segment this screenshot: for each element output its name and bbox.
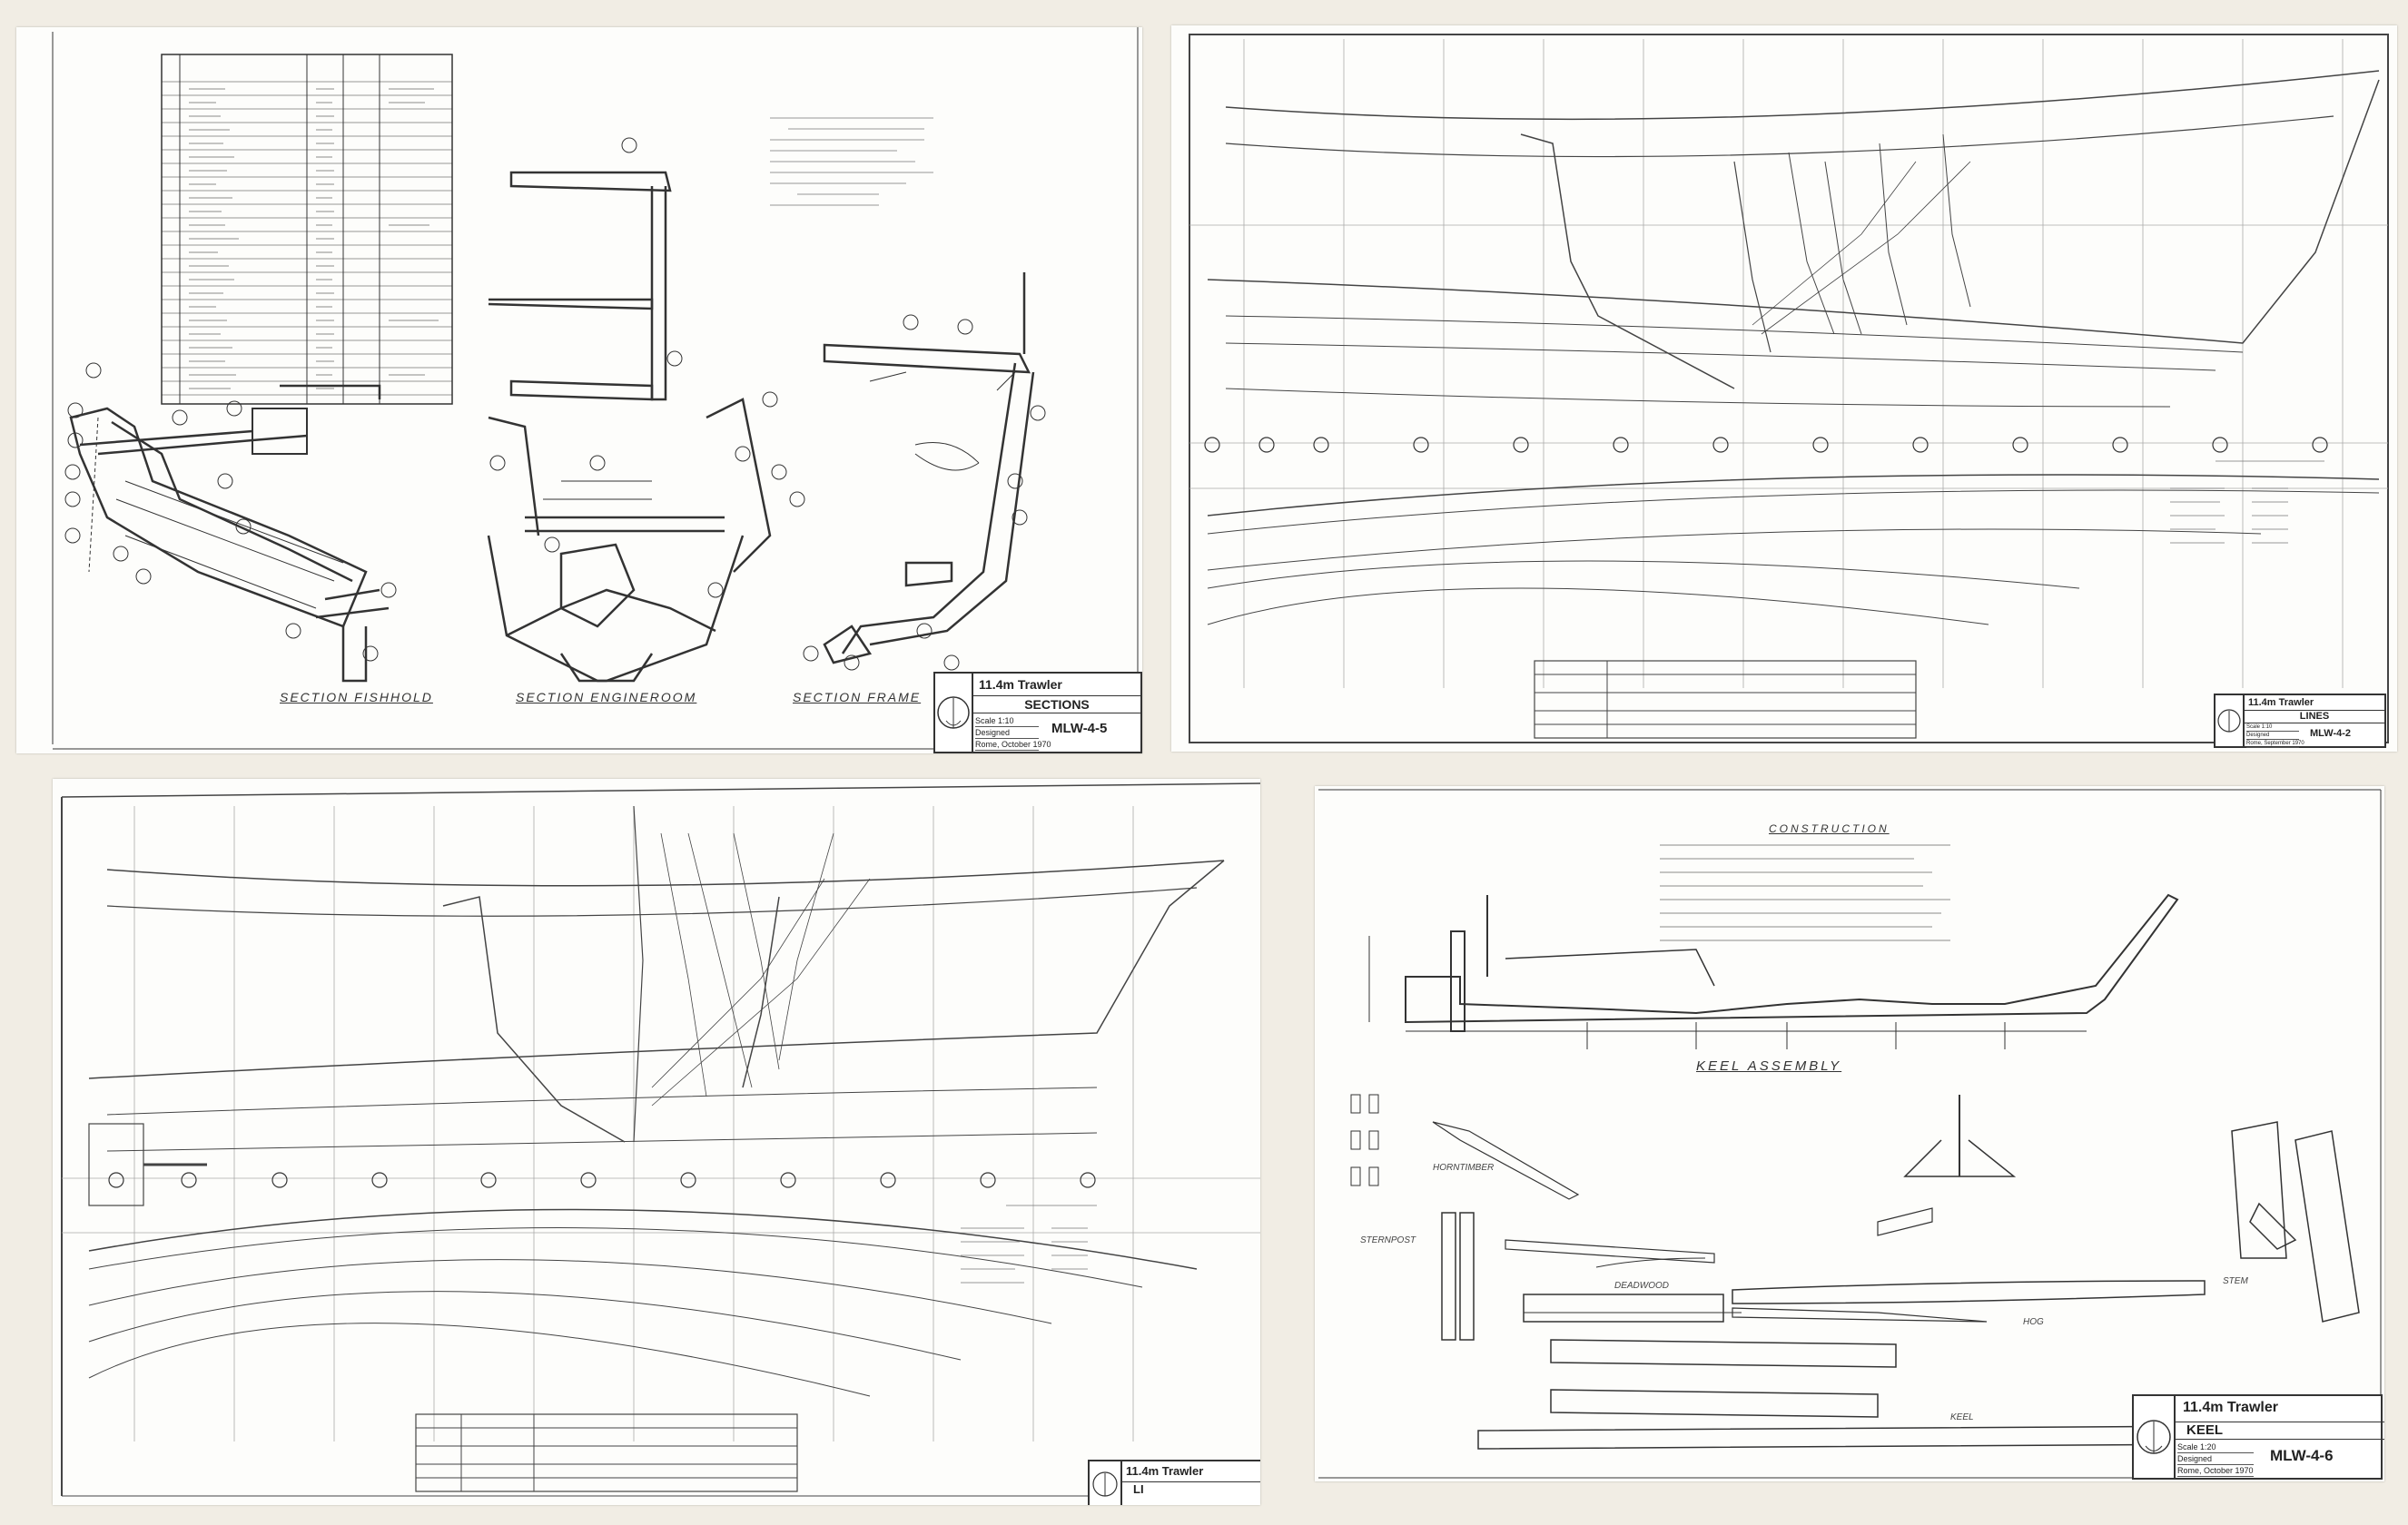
- date-text: Rome, October 1970: [2177, 1466, 2254, 1477]
- drawing-sheet-keel[interactable]: CONSTRUCTION KEEL ASSEMBLY DEADWOOD KEEL…: [1315, 786, 2384, 1481]
- drawing-meta: Scale 1:20 Designed Rome, October 1970: [2177, 1441, 2254, 1477]
- keel-drawing: [1318, 789, 2382, 1479]
- part-label-horntimber: HORNTIMBER: [1433, 1163, 1495, 1173]
- project-title: 11.4m Trawler: [2183, 1400, 2278, 1415]
- designed-text: Designed: [2246, 732, 2299, 740]
- fao-logo: [2216, 695, 2245, 746]
- lines-copy-drawing: [61, 782, 1260, 1497]
- designed-text: Designed: [2177, 1453, 2254, 1465]
- drawing-number: MLW-4-2: [2310, 728, 2351, 739]
- scale-text: Scale 1:10: [975, 715, 1039, 727]
- part-label-sternpost: STERNPOST: [1360, 1235, 1416, 1245]
- fao-logo: [2134, 1396, 2176, 1478]
- scale-text: Scale 1:20: [2177, 1441, 2254, 1453]
- project-title: 11.4m Trawler: [2248, 697, 2314, 708]
- drawing-sheet-lines[interactable]: 11.4m Trawler LINES Scale 1:10 Designed …: [1171, 25, 2397, 752]
- lines-drawing: [1189, 34, 2389, 743]
- fao-logo: [935, 674, 973, 752]
- construction-heading: CONSTRUCTION: [1769, 822, 1890, 835]
- part-label-deadwood: DEADWOOD: [1614, 1281, 1669, 1291]
- project-title: 11.4m Trawler: [979, 677, 1062, 692]
- drawing-sheet-lines-copy[interactable]: 11.4m Trawler LI: [53, 779, 1260, 1505]
- date-text: Rome, September 1970: [2246, 741, 2304, 748]
- fao-logo: [1090, 1461, 1122, 1505]
- project-title: 11.4m Trawler: [1126, 1464, 1204, 1478]
- drawing-title: LINES: [2245, 710, 2384, 723]
- part-label-hog: HOG: [2023, 1317, 2044, 1327]
- date-text: Rome, October 1970: [975, 740, 1051, 751]
- title-block-lines-copy: 11.4m Trawler LI: [1088, 1460, 1260, 1505]
- designed-text: Designed: [975, 727, 1039, 739]
- drawing-title: KEEL: [2176, 1422, 2384, 1440]
- keel-assembly-heading: KEEL ASSEMBLY: [1696, 1058, 1842, 1074]
- part-label-stem: STEM: [2223, 1276, 2248, 1286]
- title-block-keel: 11.4m Trawler KEEL Scale 1:20 Designed R…: [2132, 1394, 2384, 1480]
- section-frame-label: SECTION FRAME: [793, 690, 922, 704]
- drawing-number: MLW-4-5: [1051, 721, 1108, 736]
- drawing-sheet-sections[interactable]: SECTION FISHHOLD SECTION ENGINEROOM SECT…: [16, 27, 1142, 753]
- section-engineroom-label: SECTION ENGINEROOM: [516, 690, 697, 704]
- drawing-number: MLW-4-6: [2270, 1447, 2334, 1464]
- scale-text: Scale 1:10: [2246, 723, 2299, 732]
- part-label-keel: KEEL: [1950, 1412, 1974, 1422]
- sections-drawing: [52, 27, 1142, 753]
- title-block-sections: 11.4m Trawler SECTIONS Scale 1:10 Design…: [933, 672, 1142, 753]
- drawing-title: LI: [1122, 1481, 1260, 1497]
- title-block-lines: 11.4m Trawler LINES Scale 1:10 Designed …: [2214, 694, 2386, 748]
- drawing-title: SECTIONS: [973, 695, 1140, 713]
- drawing-meta: Scale 1:10 Designed Rome, September 1970: [2246, 723, 2304, 748]
- section-fishhold-label: SECTION FISHHOLD: [280, 690, 433, 704]
- drawing-meta: Scale 1:10 Designed Rome, October 1970: [975, 715, 1051, 751]
